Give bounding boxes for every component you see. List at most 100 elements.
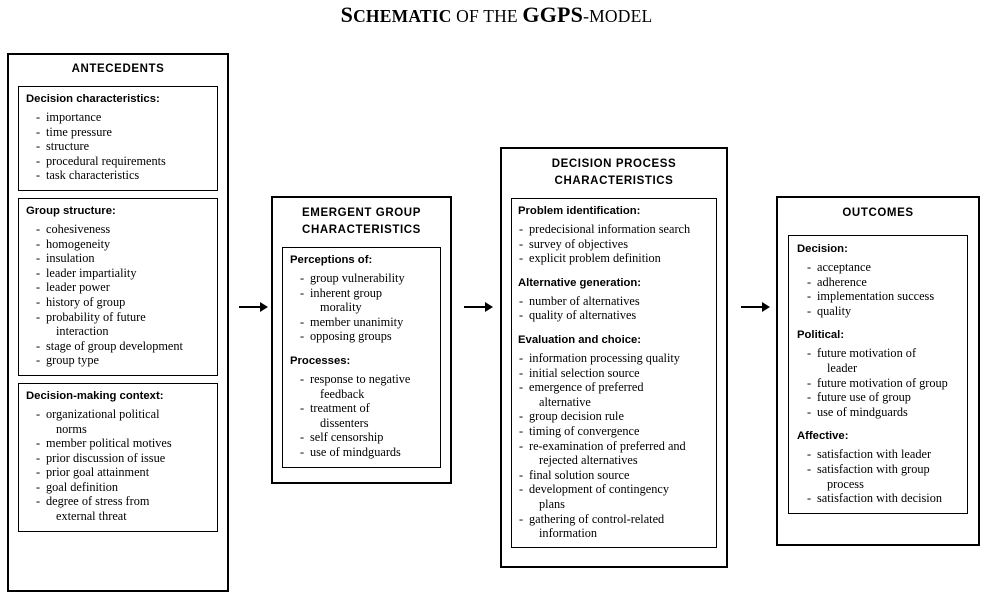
decision-characteristics-box: Decision characteristics: importance tim… — [18, 86, 218, 191]
list-item: information processing quality — [518, 351, 711, 366]
emergent-group-characteristics-box: EMERGENT GROUP CHARACTERISTICS Perceptio… — [271, 196, 452, 484]
list-item: insulation — [35, 251, 210, 266]
outcomes-inner-box: Decision: acceptance adherence implement… — [788, 235, 968, 514]
list-item: timing of convergence — [518, 424, 711, 439]
list-item-continuation: alternative — [539, 394, 591, 409]
list-item: future use of group — [806, 390, 961, 405]
heading-line: EMERGENT GROUP — [302, 207, 421, 219]
alternative-generation-heading: Alternative generation: — [518, 276, 642, 289]
affective-list: satisfaction with leader satisfaction wi… — [797, 447, 961, 505]
list-item: homogeneity — [35, 237, 210, 252]
list-item-continuation: interaction — [56, 324, 109, 339]
list-item: explicit problem definition — [518, 251, 711, 266]
decision-characteristics-heading: Decision characteristics: — [26, 93, 160, 105]
list-item: group decision rule — [518, 409, 711, 424]
list-item: member unanimity — [299, 315, 433, 330]
decision-heading: Decision: — [797, 243, 848, 255]
list-item-continuation: norms — [56, 421, 87, 436]
emergent-inner-box: Perceptions of: group vulnerability inhe… — [282, 247, 441, 468]
evaluation-and-choice-list: information processing quality initial s… — [518, 351, 711, 541]
problem-identification-heading: Problem identification: — [518, 205, 641, 217]
arrow-shaft — [464, 306, 487, 308]
title-part: MODEL — [589, 6, 653, 26]
list-item: member political motives — [35, 436, 210, 451]
list-item: group type — [35, 353, 210, 368]
list-item: prior discussion of issue — [35, 451, 210, 466]
list-item: goal definition — [35, 480, 210, 495]
list-item: opposing groups — [299, 329, 433, 344]
list-item: number of alternatives — [518, 294, 711, 309]
list-item: predecisional information search — [518, 222, 711, 237]
decision-process-characteristics-box: DECISION PROCESS CHARACTERISTICS Problem… — [500, 147, 728, 568]
arrow-head — [260, 302, 268, 312]
group-structure-list: cohesiveness homogeneity insulation lead… — [26, 222, 210, 368]
list-item: task characteristics — [35, 168, 210, 183]
list-item-continuation: feedback — [320, 386, 365, 401]
alternative-generation-list: number of alternatives quality of altern… — [518, 294, 711, 323]
arrow-antecedents-to-emergent — [239, 301, 269, 313]
outcomes-heading: OUTCOMES — [842, 207, 914, 219]
heading-line: DECISION PROCESS — [551, 158, 677, 170]
decision-making-context-box: Decision-making context: organizational … — [18, 382, 218, 532]
list-item: survey of objectives — [518, 237, 711, 252]
decision-making-context-heading: Decision-making context: — [26, 389, 164, 402]
title-part: OF — [456, 6, 479, 26]
list-item: history of group — [35, 295, 210, 310]
processes-heading: Processes: — [290, 354, 351, 367]
list-item: stage of group development — [35, 339, 210, 354]
list-item: self censorship — [299, 430, 433, 445]
list-item: group vulnerability — [299, 271, 433, 286]
list-item: procedural requirements — [35, 154, 210, 169]
list-item: cohesiveness — [35, 222, 210, 237]
list-item-continuation: process — [827, 476, 864, 491]
outcomes-box: OUTCOMES Decision: acceptance adherence … — [776, 196, 980, 546]
perceptions-of-list: group vulnerability inherent groupmorali… — [290, 271, 433, 344]
heading-line: CHARACTERISTICS — [554, 175, 674, 187]
arrow-head — [485, 302, 493, 312]
list-item: quality — [806, 304, 961, 319]
list-item: importance — [35, 110, 210, 125]
list-item: quality of alternatives — [518, 308, 711, 323]
list-item: satisfaction with leader — [806, 447, 961, 462]
list-item: use of mindguards — [299, 445, 433, 460]
antecedents-heading: ANTECEDENTS — [71, 63, 165, 75]
list-item: final solution source — [518, 468, 711, 483]
group-structure-box: Group structure: cohesiveness homogeneit… — [18, 197, 218, 376]
title-part: S — [340, 2, 354, 27]
decision-process-inner-box: Problem identification: predecisional in… — [511, 198, 717, 548]
list-item-continuation: leader — [827, 360, 858, 375]
perceptions-of-heading: Perceptions of: — [290, 254, 373, 266]
problem-identification-list: predecisional information search survey … — [518, 222, 711, 266]
arrow-process-to-outcomes — [741, 301, 771, 313]
list-item-continuation: external threat — [56, 509, 127, 524]
affective-heading: Affective: — [797, 430, 849, 443]
title-part: CHEMATIC — [353, 6, 452, 26]
list-item: acceptance — [806, 260, 961, 275]
list-item: leader power — [35, 280, 210, 295]
list-item: structure — [35, 139, 210, 154]
arrow-emergent-to-process — [464, 301, 494, 313]
list-item: future motivation of group — [806, 376, 961, 391]
list-item: implementation success — [806, 289, 961, 304]
list-item: adherence — [806, 275, 961, 290]
list-item-continuation: information — [539, 526, 598, 541]
list-item-continuation: rejected alternatives — [539, 453, 638, 468]
decision-list: acceptance adherence implementation succ… — [797, 260, 961, 318]
list-item-continuation: plans — [539, 496, 565, 511]
evaluation-and-choice-heading: Evaluation and choice: — [518, 333, 642, 346]
title-part: THE — [483, 6, 518, 26]
list-item: time pressure — [35, 125, 210, 140]
list-item: satisfaction with decision — [806, 491, 961, 506]
heading-line: CHARACTERISTICS — [302, 224, 421, 236]
list-item: leader impartiality — [35, 266, 210, 281]
title-part: GGPS — [522, 2, 584, 27]
